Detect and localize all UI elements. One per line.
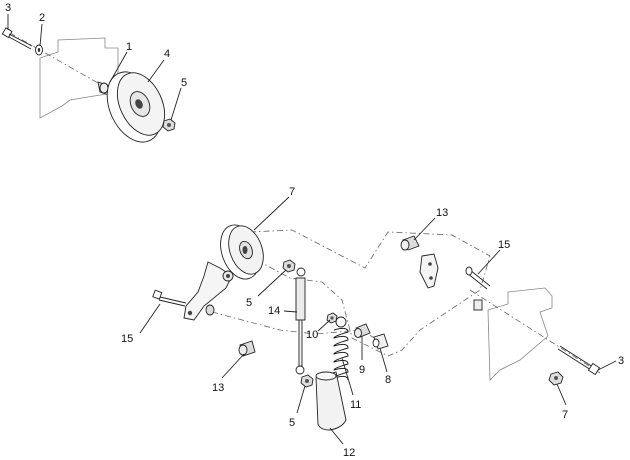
nut-lower-right — [548, 371, 564, 386]
callout-7: 7 — [289, 186, 295, 198]
plate-spacer — [473, 299, 483, 311]
callout-13: 13 — [212, 382, 224, 394]
arm-bushing — [205, 304, 215, 316]
pin-left — [152, 289, 187, 307]
lower-bolt-axis — [469, 289, 601, 374]
belt-path — [239, 229, 491, 357]
callout-9: 9 — [359, 364, 365, 376]
spring-cover — [315, 371, 347, 431]
callout-1: 1 — [126, 41, 132, 53]
nut-shock-top — [282, 259, 296, 273]
pin-8 — [372, 333, 389, 350]
callout-15: 15 — [498, 239, 510, 251]
spring — [333, 316, 349, 381]
pin-upper-right — [465, 266, 491, 290]
callout-2: 2 — [39, 12, 45, 24]
callout-10: 10 — [306, 329, 318, 341]
callout-7: 7 — [562, 409, 568, 421]
callout-15: 15 — [121, 333, 133, 345]
callout-5: 5 — [289, 417, 295, 429]
nut-upper — [162, 118, 176, 132]
callout-3: 3 — [5, 2, 11, 14]
bushing-lower-left — [238, 340, 256, 357]
leader-lines — [7, 14, 617, 445]
idler-pulley-upper — [106, 71, 166, 143]
shock-absorber — [295, 267, 306, 375]
callout-3: 3 — [618, 355, 624, 367]
upper-assembly — [1, 27, 176, 143]
callout-5: 5 — [181, 77, 187, 89]
nut-shock-bottom — [300, 374, 314, 388]
callout-8: 8 — [385, 374, 391, 386]
callout-5: 5 — [246, 297, 252, 309]
callout-12: 12 — [343, 447, 355, 459]
idler-arm-pulley — [220, 224, 264, 280]
spacer-9 — [354, 323, 371, 338]
callout-11: 11 — [350, 399, 361, 411]
lower-mounting-plate — [487, 287, 553, 381]
callout-14: 14 — [268, 305, 280, 317]
callouts: 3 2 1 4 5 7 13 15 5 14 15 10 9 8 3 13 11… — [5, 2, 624, 459]
bolt-lower — [557, 345, 601, 376]
upper-mounting-plate — [39, 37, 119, 119]
callout-13: 13 — [436, 207, 448, 219]
bracket — [419, 253, 439, 289]
lower-assembly — [152, 224, 601, 431]
callout-4: 4 — [164, 48, 170, 60]
bolt-upper — [1, 27, 33, 50]
